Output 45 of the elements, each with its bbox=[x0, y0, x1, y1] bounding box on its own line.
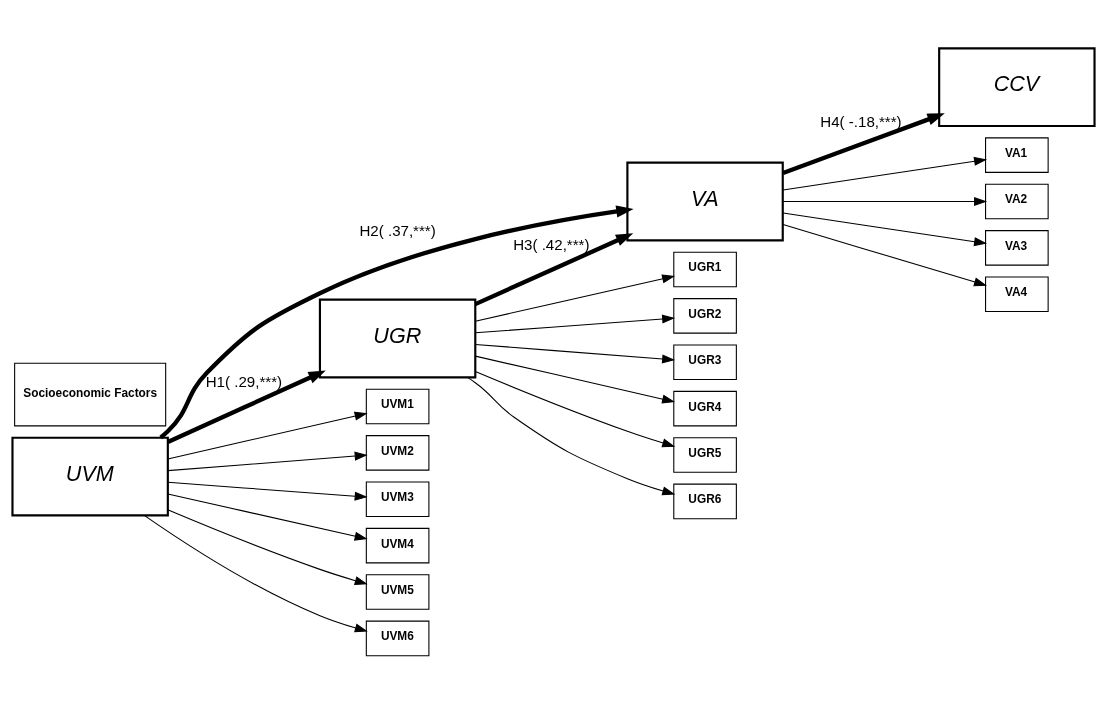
arrow bbox=[167, 451, 368, 471]
edge-label: H1( .29,***) bbox=[205, 372, 283, 390]
node-box: Socioeconomic Factors bbox=[14, 362, 167, 426]
arrow bbox=[159, 204, 634, 439]
edge-label: H2( .37,***) bbox=[359, 221, 436, 239]
node-box: UGR2 bbox=[673, 297, 737, 334]
node-box: VA2 bbox=[985, 183, 1049, 219]
node-box: UVM bbox=[11, 436, 169, 517]
node-box: UVM4 bbox=[365, 527, 430, 563]
arrow bbox=[782, 112, 945, 175]
arrow bbox=[782, 223, 987, 286]
node-box: VA1 bbox=[985, 136, 1049, 173]
arrow bbox=[144, 514, 368, 632]
node-box: CCV bbox=[938, 46, 1096, 127]
arrow bbox=[474, 343, 676, 363]
arrow bbox=[474, 370, 676, 447]
node-box: VA4 bbox=[985, 275, 1049, 312]
node-box: UVM2 bbox=[365, 434, 430, 471]
edge-label: H4( -.18,***) bbox=[820, 112, 902, 130]
edge-label: H3( .42,***) bbox=[513, 235, 590, 253]
arrow bbox=[782, 196, 988, 206]
node-box: UVM1 bbox=[365, 388, 430, 424]
arrow bbox=[782, 156, 988, 190]
node-box: UGR5 bbox=[673, 436, 737, 473]
arrow bbox=[467, 376, 676, 495]
arrow bbox=[167, 492, 368, 541]
node-box: UVM5 bbox=[365, 573, 430, 610]
node-box: UVM6 bbox=[365, 620, 430, 656]
arrow bbox=[474, 273, 676, 322]
node-box: VA bbox=[626, 161, 784, 241]
node-box: UGR1 bbox=[673, 251, 737, 287]
arrow bbox=[782, 212, 988, 246]
node-box: UGR6 bbox=[673, 483, 737, 519]
node-box: UGR3 bbox=[673, 343, 737, 380]
arrow bbox=[167, 411, 368, 460]
arrow bbox=[474, 232, 634, 306]
node-box: UGR bbox=[318, 298, 477, 378]
arrow bbox=[167, 481, 368, 501]
arrow bbox=[167, 509, 368, 585]
arrow bbox=[474, 355, 676, 403]
node-box: UGR4 bbox=[673, 390, 737, 426]
arrow bbox=[474, 313, 676, 333]
node-box: VA3 bbox=[985, 229, 1049, 266]
node-box: UVM3 bbox=[365, 480, 430, 517]
arrow bbox=[167, 370, 326, 444]
